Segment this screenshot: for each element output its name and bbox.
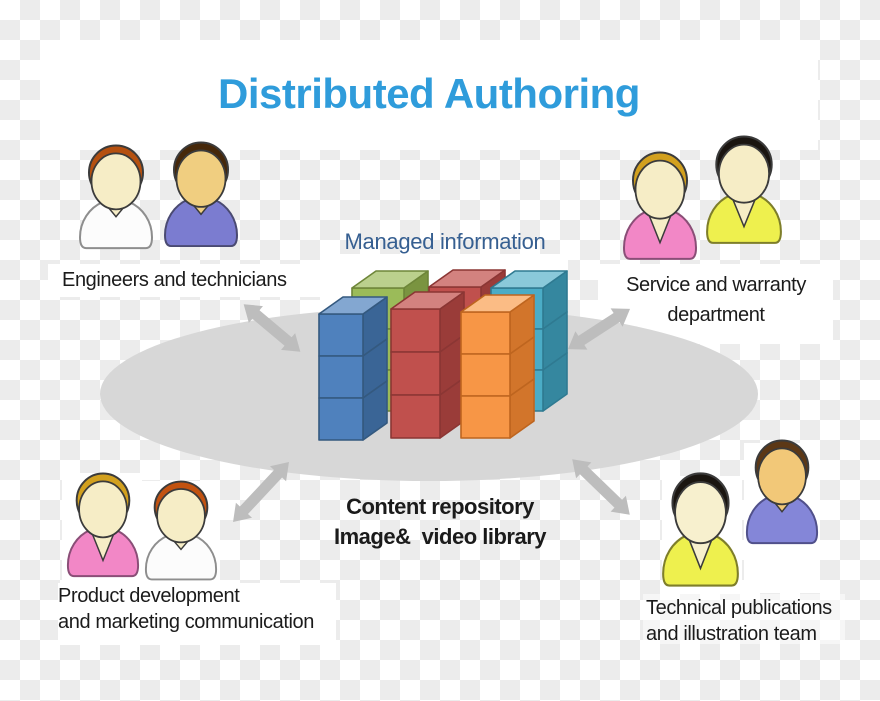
content-repository-label: Content repository Image& video library — [300, 492, 580, 552]
group-label-line: Product development — [58, 585, 240, 607]
page-title: Distributed Authoring — [218, 70, 640, 117]
person-service-pink-shirt — [622, 151, 698, 260]
person-technical-yellow-shirt — [662, 472, 739, 587]
arrow-bottom-right-icon — [572, 459, 630, 515]
image-video-library-line: Image& video library — [333, 524, 547, 549]
group-label-line: Engineers and technicians — [62, 269, 287, 291]
person-product-pink-shirt — [66, 472, 140, 578]
group-label-line: and marketing communication — [58, 611, 314, 633]
group-label-line: Service and warranty — [626, 274, 806, 296]
managed-information-label: Managed information — [344, 229, 546, 254]
white-background-patch — [40, 40, 818, 150]
person-product-white-shirt — [144, 480, 218, 581]
cube-stack-blue-front — [318, 296, 388, 441]
cube-stack-orange-front — [460, 294, 535, 439]
group-label-line: Technical publications — [646, 597, 832, 619]
person-service-yellow-shirt — [706, 135, 782, 244]
group-label-line: department — [667, 304, 765, 326]
white-background-patch — [58, 583, 336, 645]
person-engineer-white-shirt — [78, 144, 154, 250]
group-label-service: Service and warranty department — [598, 270, 834, 330]
cube-stack-red-front — [390, 291, 465, 439]
group-label-engineers: Engineers and technicians — [62, 267, 362, 293]
white-background-patch — [643, 594, 845, 644]
group-label-product: Product development and marketing commun… — [58, 583, 378, 635]
arrow-bottom-left-icon — [233, 462, 289, 522]
group-label-technical: Technical publications and illustration … — [646, 595, 866, 647]
arrow-top-left-icon — [243, 304, 301, 352]
arrow-top-right-icon — [567, 308, 631, 350]
group-label-line: and illustration team — [646, 623, 817, 645]
white-background-patch — [48, 264, 330, 297]
content-repository-line: Content repository — [346, 494, 534, 519]
person-engineer-blue-shirt — [163, 141, 239, 248]
person-technical-blue-shirt — [745, 439, 819, 545]
